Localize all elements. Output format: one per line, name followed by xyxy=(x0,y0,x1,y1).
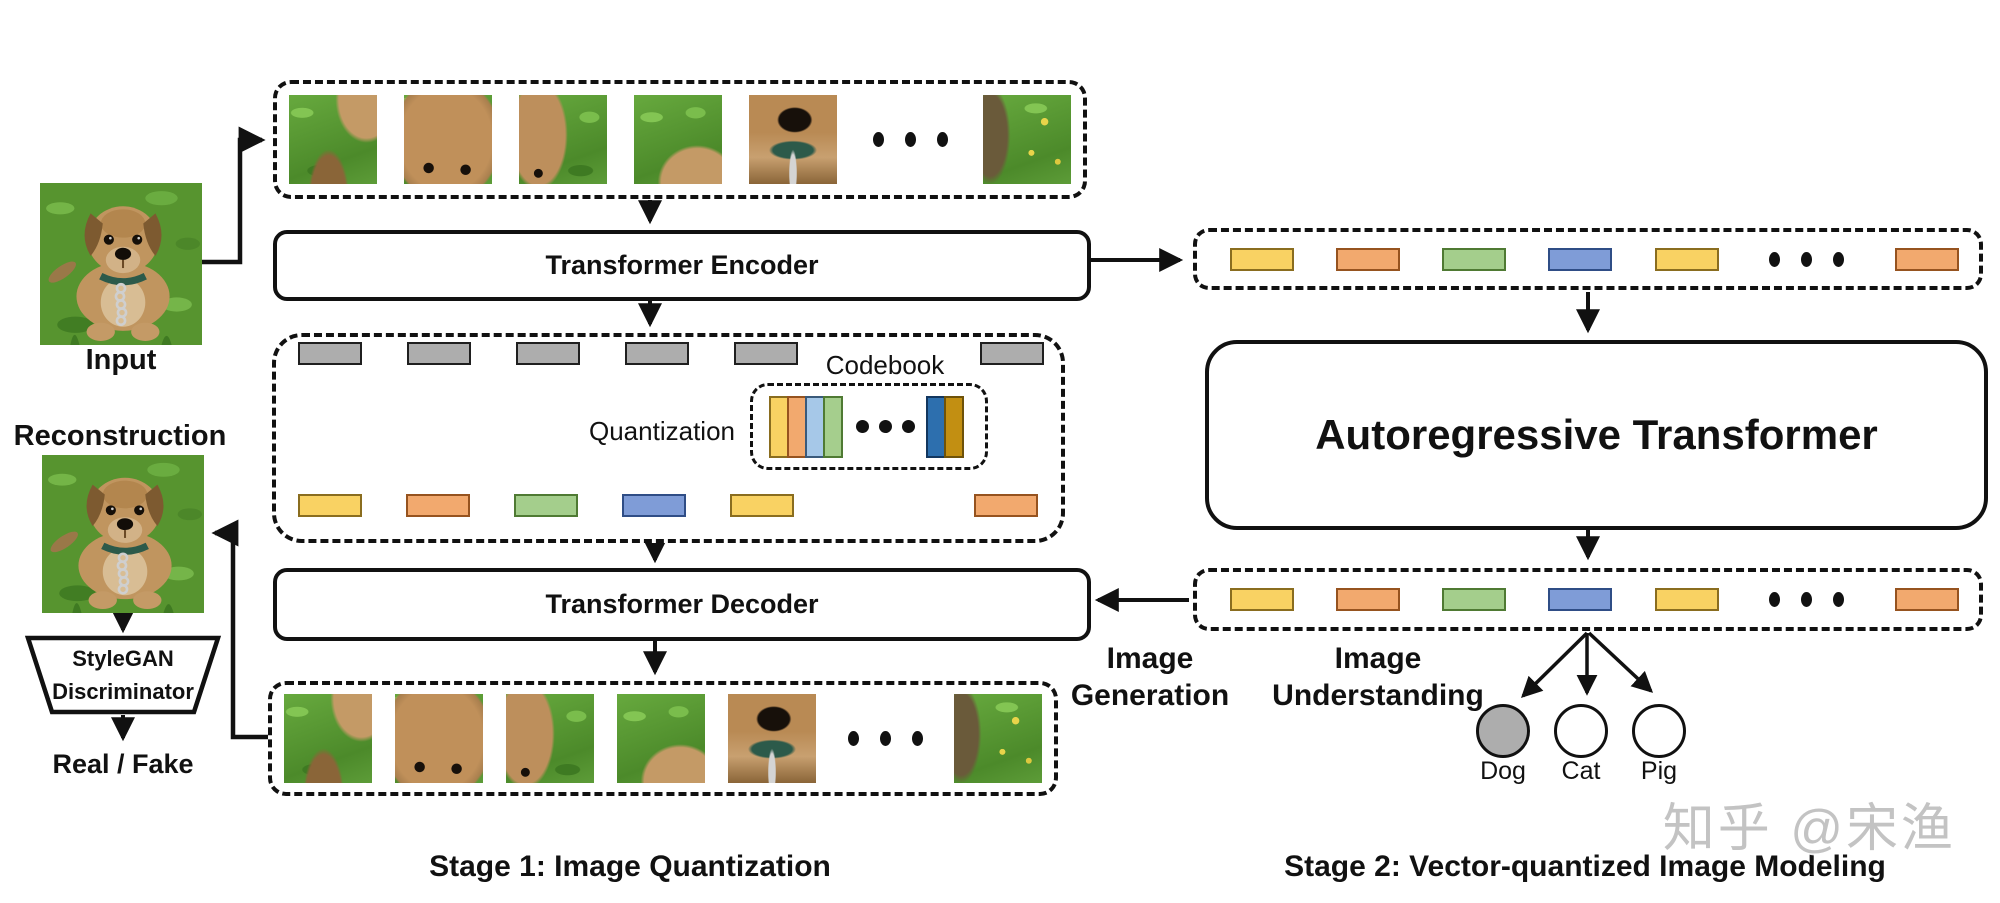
encoder-output-token-row xyxy=(298,342,1044,365)
codebook-entry-gold xyxy=(944,395,964,458)
orange-token xyxy=(974,494,1038,517)
image-patch xyxy=(617,694,705,783)
codebook-box xyxy=(750,383,988,470)
yellow-token xyxy=(730,494,794,517)
autoregressive-transformer-box: Autoregressive Transformer xyxy=(1205,340,1988,530)
image-understanding-label: Image Understanding xyxy=(1258,640,1498,714)
reconstructed-patches-row xyxy=(268,681,1058,796)
class-label: Dog xyxy=(1480,757,1526,785)
transformer-encoder-label: Transformer Encoder xyxy=(545,250,819,280)
image-generation-label: Image Generation xyxy=(1045,640,1255,714)
image-understanding-line2: Understanding xyxy=(1272,679,1484,712)
gray-token xyxy=(298,342,362,365)
yellow-token xyxy=(1230,588,1294,611)
codebook-entry-lightblue xyxy=(805,395,825,458)
gray-token xyxy=(625,342,689,365)
ellipsis-dots xyxy=(864,132,956,147)
yellow-token xyxy=(1654,247,1719,271)
quantized-token-row xyxy=(298,494,1038,517)
image-understanding-line1: Image xyxy=(1334,642,1422,675)
transformer-encoder-box: Transformer Encoder xyxy=(273,230,1091,301)
stage2-title: Stage 2: Vector-quantized Image Modeling xyxy=(1284,850,1886,883)
transformer-decoder-box: Transformer Decoder xyxy=(273,568,1091,641)
blue-token xyxy=(1548,588,1613,611)
classification-outputs: Dog Cat Pig xyxy=(1474,704,1688,786)
image-patch xyxy=(634,95,722,184)
discriminator-label-line1: StyleGAN xyxy=(72,646,174,671)
input-image xyxy=(40,183,202,345)
codebook-label: Codebook xyxy=(825,350,945,380)
ellipsis-dots xyxy=(1761,251,1853,267)
ellipsis-dots xyxy=(1761,592,1853,607)
orange-token xyxy=(1894,588,1959,611)
image-patch xyxy=(954,694,1042,783)
class-label: Pig xyxy=(1640,757,1678,785)
yellow-token xyxy=(1654,588,1719,611)
orange-token xyxy=(406,494,470,517)
image-patch xyxy=(284,694,372,783)
real-fake-label: Real / Fake xyxy=(52,749,194,779)
reconstruction-image xyxy=(42,455,204,613)
transformer-decoder-label: Transformer Decoder xyxy=(545,589,819,619)
arrow-input-to-patches xyxy=(202,126,266,265)
codebook-entry-lightgreen xyxy=(823,395,843,458)
image-generation-line2: Generation xyxy=(1070,679,1230,712)
stage2-output-token-row xyxy=(1230,588,1959,611)
gray-token xyxy=(407,342,471,365)
autoregressive-transformer-label: Autoregressive Transformer xyxy=(1315,411,1878,458)
stage1-title: Stage 1: Image Quantization xyxy=(429,850,831,883)
image-patch xyxy=(728,694,816,783)
input-patches-row xyxy=(273,80,1087,199)
orange-token xyxy=(1336,247,1401,271)
orange-token xyxy=(1336,588,1401,611)
yellow-token xyxy=(1230,247,1294,271)
codebook-entry-darkblue xyxy=(926,395,946,458)
gray-token xyxy=(980,342,1044,365)
class-circle-pig xyxy=(1632,704,1686,758)
image-patch xyxy=(983,95,1071,184)
class-circle-cat xyxy=(1554,704,1608,758)
ellipsis-dots xyxy=(839,731,931,746)
stage2-output-token-box xyxy=(1193,568,1983,631)
class-node-cat: Cat xyxy=(1552,704,1610,786)
blue-token xyxy=(1548,247,1613,271)
arrow-patches-to-reconstruction xyxy=(211,519,268,740)
green-token xyxy=(1442,588,1507,611)
image-patch xyxy=(519,95,607,184)
blue-token xyxy=(622,494,686,517)
discriminator-label: StyleGAN Discriminator xyxy=(28,642,218,708)
image-patch xyxy=(749,95,837,184)
ellipsis-dots xyxy=(856,420,915,433)
arrow-fanout-pig xyxy=(1587,631,1654,693)
green-token xyxy=(514,494,578,517)
image-generation-line1: Image xyxy=(1106,642,1194,675)
image-patch xyxy=(404,95,492,184)
image-patch xyxy=(395,694,483,783)
class-node-pig: Pig xyxy=(1630,704,1688,786)
orange-token xyxy=(1894,247,1959,271)
image-patch xyxy=(506,694,594,783)
reconstruction-label: Reconstruction xyxy=(13,420,227,452)
class-node-dog: Dog xyxy=(1474,704,1532,786)
codebook-entry-yellow xyxy=(769,395,789,458)
class-circle-dog xyxy=(1476,704,1530,758)
stage2-input-token-row xyxy=(1230,247,1959,271)
image-patch xyxy=(289,95,377,184)
codebook-entry-orange xyxy=(787,395,807,458)
stage2-input-token-box xyxy=(1193,228,1983,290)
arrow-fanout-dog xyxy=(1521,631,1589,698)
green-token xyxy=(1442,247,1507,271)
gray-token xyxy=(516,342,580,365)
quantization-label: Quantization xyxy=(589,416,735,446)
watermark: 知乎 @宋渔 xyxy=(1662,800,1956,858)
input-label: Input xyxy=(85,344,157,376)
class-label: Cat xyxy=(1561,757,1601,785)
gray-token xyxy=(734,342,798,365)
yellow-token xyxy=(298,494,362,517)
discriminator-label-line2: Discriminator xyxy=(52,679,194,704)
